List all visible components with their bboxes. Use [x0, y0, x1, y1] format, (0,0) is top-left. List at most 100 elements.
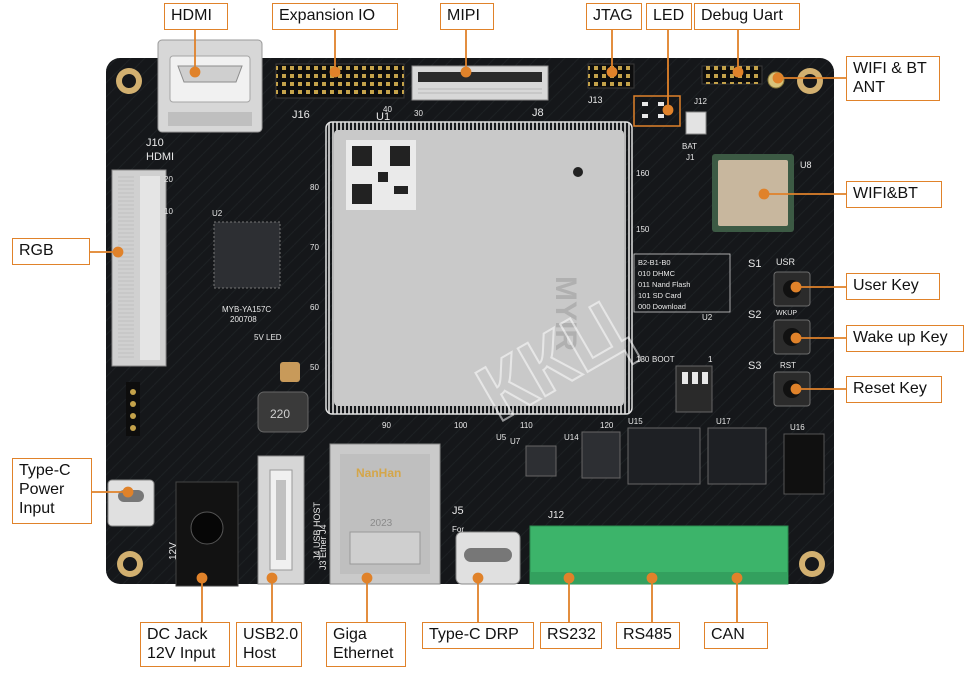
callout-giga-line2: Ethernet [333, 645, 394, 662]
silk-u14: U14 [564, 433, 579, 442]
silk-u2-chip: U2 [212, 209, 223, 218]
silk-usb-host: J4 USB HOST [312, 501, 322, 560]
small-header [126, 382, 140, 436]
silk-j12-debug: J12 [694, 97, 707, 106]
usb-host-connector [257, 455, 305, 585]
callout-giga-ethernet: Giga Ethernet [326, 622, 406, 667]
callout-can: CAN [704, 622, 768, 649]
rgb-connector [111, 169, 167, 367]
boot-table: B2-B1-B0 010 DHMC 011 Nand Flash 101 SD … [633, 253, 731, 313]
silk-pin-70: 70 [310, 243, 319, 252]
module-brand: MYIR [549, 276, 582, 351]
silk-pin-90: 90 [382, 421, 391, 430]
silk-j10: J10 [146, 137, 164, 149]
silk-pin-150: 150 [636, 225, 650, 234]
silk-pin-60: 60 [310, 303, 319, 312]
silk-wkup: WKUP [776, 310, 797, 317]
silk-u2-line2: 200708 [230, 315, 257, 324]
callout-typec-power-line2: Power [19, 481, 65, 498]
silk-bat: BAT [682, 142, 697, 151]
callout-usb-line2: Host [243, 645, 276, 662]
silk-j1: J1 [686, 153, 695, 162]
mipi-connector [411, 65, 549, 101]
svg-text:000 Download: 000 Download [638, 302, 686, 311]
silk-u5: U5 [496, 433, 507, 442]
silk-pin-40: 40 [383, 105, 392, 114]
u14-chip [581, 431, 621, 479]
silk-for: For [452, 525, 464, 534]
callout-dc-jack: DC Jack 12V Input [140, 622, 230, 667]
callout-rs232: RS232 [540, 622, 602, 649]
leader-lines [90, 30, 846, 622]
inductor [257, 391, 309, 433]
terminal-block [529, 525, 789, 585]
battery-connector [685, 111, 707, 135]
callout-expansion-io: Expansion IO [272, 3, 398, 30]
silk-rst: RST [780, 361, 796, 370]
silk-u16: U16 [790, 423, 805, 432]
callout-giga-line1: Giga [333, 626, 367, 643]
silk-12v: 12V [168, 542, 179, 560]
callout-debug-uart: Debug Uart [694, 3, 800, 30]
eth-year: 2023 [370, 518, 393, 529]
led-area [633, 95, 681, 127]
svg-text:011 Nand Flash: 011 Nand Flash [638, 280, 690, 289]
silk-pin-130: 130 [636, 355, 650, 364]
silk-u7: U7 [510, 437, 521, 446]
u17-chip [707, 427, 767, 485]
silk-pin-1: 1 [708, 355, 713, 364]
silk-j13: J13 [588, 95, 603, 105]
callout-user-key: User Key [846, 273, 940, 300]
silk-boot: BOOT [652, 355, 675, 364]
silk-j8: J8 [532, 107, 544, 119]
silk-u17: U17 [716, 417, 731, 426]
callout-rgb: RGB [12, 238, 90, 265]
hdmi-connector [157, 39, 263, 133]
svg-text:010 DHMC: 010 DHMC [638, 269, 676, 278]
silk-j16: J16 [292, 109, 310, 121]
silk-s1: S1 [748, 258, 761, 270]
silk-u2: U2 [702, 313, 713, 322]
silk-pin-30: 30 [414, 109, 423, 118]
silk-j12: J12 [548, 510, 565, 521]
callout-typec-power: Type-C Power Input [12, 458, 92, 524]
silk-u8: U8 [800, 160, 812, 170]
callout-dc-jack-line1: DC Jack [147, 626, 208, 643]
callout-dc-jack-line2: 12V Input [147, 645, 216, 662]
silk-usr: USR [776, 257, 796, 267]
callout-wifi-bt: WIFI&BT [846, 181, 942, 208]
wifi-bt-module [712, 154, 794, 232]
callout-typec-drp: Type-C DRP [422, 622, 534, 649]
callout-reset-key: Reset Key [846, 376, 942, 403]
callout-hdmi: HDMI [164, 3, 228, 30]
callout-mipi: MIPI [440, 3, 494, 30]
callout-wifi-bt-ant-line1: WIFI & BT [853, 60, 927, 77]
silk-u2-line1: MYB-YA157C [222, 305, 271, 314]
svg-text:101 SD Card: 101 SD Card [638, 291, 681, 300]
inductor-marking: 220 [270, 407, 290, 421]
callout-wakeup-key: Wake up Key [846, 325, 964, 352]
silk-pin-120: 120 [600, 421, 614, 430]
typec-power-connector [107, 479, 155, 527]
callout-typec-power-line1: Type-C [19, 462, 71, 479]
silk-pin-160: 160 [636, 169, 650, 178]
u15-chip [627, 427, 701, 485]
silk-u1: U1 [376, 111, 390, 123]
silk-s2: S2 [748, 309, 761, 321]
silk-pin-50: 50 [310, 363, 319, 372]
mounting-holes [116, 68, 825, 577]
dc-jack [175, 481, 239, 587]
eth-brand: NanHan [356, 466, 401, 480]
silk-pin-80: 80 [310, 183, 319, 192]
callout-jtag: JTAG [586, 3, 642, 30]
callout-typec-power-line3: Input [19, 500, 55, 517]
callout-wifi-bt-ant: WIFI & BT ANT [846, 56, 940, 101]
silk-pin-110: 110 [520, 421, 533, 430]
u2-chip [213, 221, 281, 289]
u16-chip [783, 433, 825, 495]
callout-usb: USB2.0 Host [236, 622, 302, 667]
silk-hdmi: HDMI [146, 151, 174, 163]
som-module [325, 121, 633, 415]
